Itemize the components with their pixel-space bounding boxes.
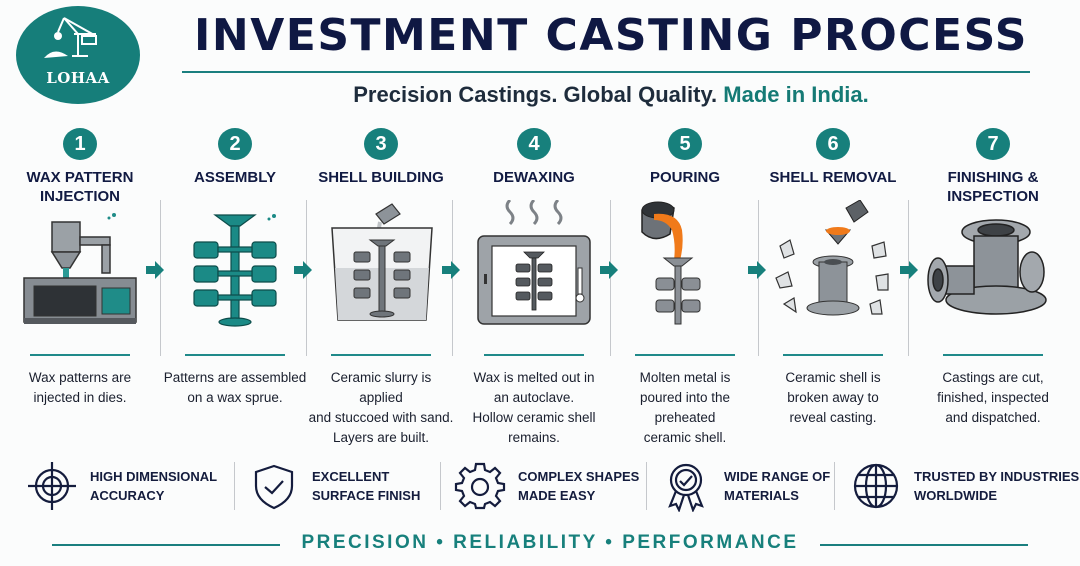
step-number: 5 bbox=[668, 128, 702, 160]
subtitle-main: Precision Castings. Global Quality. bbox=[353, 82, 718, 107]
feature-label: TRUSTED BY INDUSTRIES WORLDWIDE bbox=[914, 469, 1080, 503]
gear-icon bbox=[454, 462, 506, 510]
crane-icon bbox=[44, 17, 97, 58]
step-4: 4 DEWAXING bbox=[454, 128, 614, 448]
tagline: PRECISION • RELIABILITY • PERFORMANCE bbox=[0, 532, 1080, 556]
title-divider bbox=[182, 71, 1030, 73]
autoclave-icon bbox=[454, 198, 614, 330]
step-number: 6 bbox=[816, 128, 850, 160]
separator bbox=[306, 200, 307, 356]
separator bbox=[440, 462, 441, 510]
step-divider bbox=[30, 354, 130, 356]
step-divider bbox=[185, 354, 285, 356]
step-6: 6 SHELL REMOVAL bbox=[760, 128, 906, 448]
feature-label: COMPLEX SHAPES MADE EASY bbox=[518, 469, 640, 503]
injection-machine-icon bbox=[6, 200, 154, 330]
crosshair-icon bbox=[28, 462, 76, 510]
step-description: Patterns are assembled on a wax sprue. bbox=[163, 370, 307, 405]
brand-name: LOHAA bbox=[46, 69, 110, 87]
separator bbox=[908, 200, 909, 356]
step-title: FINISHING & INSPECTION bbox=[947, 169, 1039, 205]
page-title: INVESTMENT CASTING PROCESS bbox=[194, 10, 1028, 61]
feature-label: HIGH DIMENSIONAL ACCURACY bbox=[90, 469, 218, 503]
step-number: 2 bbox=[218, 128, 252, 160]
step-number: 3 bbox=[364, 128, 398, 160]
step-7: 7 FINISHING & INSPECTION Castings are cu… bbox=[912, 128, 1074, 448]
step-title: POURING bbox=[649, 169, 720, 186]
arrow-right-icon bbox=[600, 261, 618, 279]
tagline-rule-right bbox=[820, 544, 1028, 546]
slurry-dip-icon bbox=[308, 200, 454, 330]
step-description: Ceramic shell is broken away to reveal c… bbox=[785, 370, 881, 425]
separator bbox=[646, 462, 647, 510]
step-description: Ceramic slurry is applied and stuccoed w… bbox=[308, 370, 454, 445]
step-divider bbox=[484, 354, 584, 356]
arrow-right-icon bbox=[294, 261, 312, 279]
feature-complex-shapes: COMPLEX SHAPES MADE EASY bbox=[454, 458, 639, 514]
feature-label: EXCELLENT SURFACE FINISH bbox=[312, 469, 421, 503]
step-description: Wax patterns are injected in dies. bbox=[28, 370, 132, 405]
tagline-rule-left bbox=[52, 544, 280, 546]
separator bbox=[452, 200, 453, 356]
step-divider bbox=[783, 354, 883, 356]
feature-surface-finish: EXCELLENT SURFACE FINISH bbox=[248, 458, 420, 514]
arrow-right-icon bbox=[146, 261, 164, 279]
feature-label: WIDE RANGE OF MATERIALS bbox=[724, 469, 831, 503]
wax-tree-icon bbox=[162, 200, 308, 330]
ladle-pouring-icon bbox=[612, 200, 758, 330]
step-description: Molten metal is poured into the preheate… bbox=[639, 370, 731, 445]
step-divider bbox=[331, 354, 431, 356]
step-number: 1 bbox=[63, 128, 97, 160]
step-1: 1 WAX PATTERN INJECTION Wax patterns are… bbox=[6, 128, 154, 448]
award-badge-icon bbox=[668, 463, 704, 512]
process-steps: 1 WAX PATTERN INJECTION Wax patterns are… bbox=[0, 128, 1080, 448]
step-number: 7 bbox=[976, 128, 1010, 160]
step-2: 2 ASSEMBLY Patterns are assembled on a w… bbox=[162, 128, 308, 448]
step-description: Castings are cut, finished, inspected an… bbox=[937, 370, 1049, 425]
separator bbox=[610, 200, 611, 356]
feature-accuracy: HIGH DIMENSIONAL ACCURACY bbox=[26, 458, 217, 514]
step-title: SHELL REMOVAL bbox=[769, 169, 897, 186]
feature-trusted: TRUSTED BY INDUSTRIES WORLDWIDE bbox=[850, 458, 1079, 514]
arrow-right-icon bbox=[748, 261, 766, 279]
shell-break-icon bbox=[760, 199, 906, 330]
separator bbox=[758, 200, 759, 356]
step-divider bbox=[635, 354, 735, 356]
tagline-text: PRECISION • RELIABILITY • PERFORMANCE bbox=[301, 532, 799, 553]
arrow-right-icon bbox=[900, 261, 918, 279]
separator bbox=[160, 200, 161, 356]
globe-icon bbox=[853, 463, 899, 509]
finished-casting-icon bbox=[912, 200, 1074, 330]
step-5: 5 POURING Molten metal is poured into th… bbox=[612, 128, 758, 448]
subtitle: Precision Castings. Global Quality. Made… bbox=[182, 82, 1040, 108]
step-title: WAX PATTERN INJECTION bbox=[26, 169, 134, 205]
shield-check-icon bbox=[254, 464, 294, 510]
step-title: SHELL BUILDING bbox=[318, 169, 444, 186]
step-title: ASSEMBLY bbox=[194, 169, 276, 186]
separator bbox=[834, 462, 835, 510]
separator bbox=[234, 462, 235, 510]
feature-materials: WIDE RANGE OF MATERIALS bbox=[660, 458, 830, 514]
step-description: Wax is melted out in an autoclave. Hollo… bbox=[472, 370, 596, 445]
step-divider bbox=[943, 354, 1043, 356]
step-title: DEWAXING bbox=[493, 169, 575, 186]
arrow-right-icon bbox=[442, 261, 460, 279]
step-3: 3 SHELL BUILDING Ceramic slurry is appli… bbox=[308, 128, 454, 448]
lohaa-logo: LOHAA bbox=[16, 6, 140, 104]
step-number: 4 bbox=[517, 128, 551, 160]
features-bar: HIGH DIMENSIONAL ACCURACY EXCELLENT SURF… bbox=[0, 458, 1080, 518]
subtitle-accent: Made in India. bbox=[723, 82, 869, 107]
